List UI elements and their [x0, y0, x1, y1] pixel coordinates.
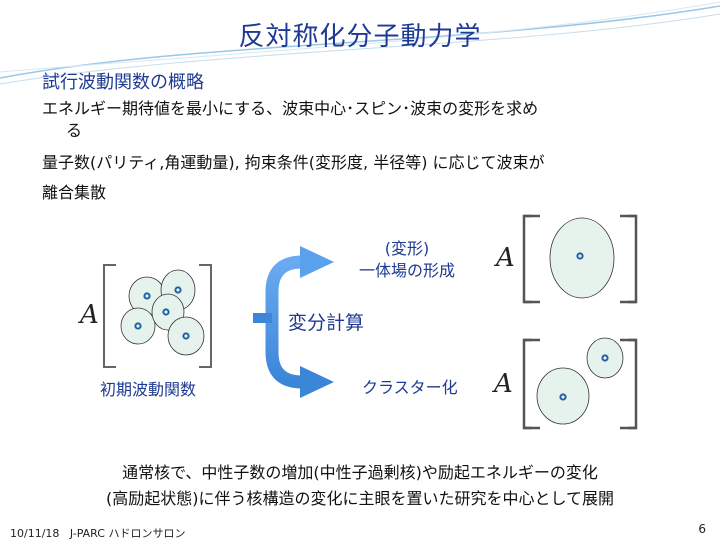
bullet-cluster: 離合集散 — [42, 183, 107, 202]
footer-date: 10/11/18 — [10, 527, 60, 540]
cluster-label: クラスター化 — [362, 378, 458, 397]
branch-arrow — [253, 246, 334, 398]
initial-bracket-right — [199, 264, 212, 368]
bullet-energy-line2: る — [66, 121, 83, 140]
cluster-brackets — [522, 338, 638, 430]
cluster-center-small — [601, 354, 609, 362]
cluster-packet-small — [586, 337, 624, 379]
page-number: 6 — [698, 522, 706, 536]
header-swoosh — [0, 1, 720, 85]
antisymmetrizer-deformed: A — [496, 243, 515, 273]
bullet-energy-line1: エネルギー期待値を最小にする、波束中心･スピン･波束の変形を求め — [42, 99, 539, 118]
deformed-center — [576, 252, 584, 260]
summary-line1: 通常核で、中性子数の増加(中性子過剰核)や励起エネルギーの変化 — [122, 463, 598, 482]
initial-wavefunction-label: 初期波動関数 — [100, 380, 197, 399]
antisymmetrizer-cluster: A — [494, 369, 513, 399]
deformation-label-line1: (変形) — [384, 239, 430, 258]
cluster-center-large — [559, 393, 567, 401]
initial-centers — [134, 286, 190, 340]
slide-title: 反対称化分子動力学 — [238, 22, 482, 52]
deformed-brackets — [522, 214, 638, 304]
summary-line2: (高励起状態)に伴う核構造の変化に主眼を置いた研究を中心として展開 — [105, 489, 614, 508]
initial-bracket-left — [103, 264, 116, 368]
cluster-packet-large — [536, 367, 590, 425]
section-heading: 試行波動関数の概略 — [42, 72, 204, 93]
antisymmetrizer-initial: A — [80, 300, 99, 330]
bullet-energy: エネルギー期待値を最小にする、波束中心･スピン･波束の変形を求め る — [42, 98, 682, 142]
footer: 10/11/18 J-PARC ハドロンサロン — [10, 525, 185, 541]
bullet-quantum: 量子数(パリティ,角運動量), 拘束条件(変形度, 半径等) に応じて波束が — [42, 153, 545, 172]
amd-diagram — [103, 214, 638, 430]
variation-label: 変分計算 — [288, 312, 365, 334]
deformation-label-line2: 一体場の形成 — [358, 261, 455, 280]
footer-event: J-PARC ハドロンサロン — [69, 527, 186, 540]
deformation-label: (変形) 一体場の形成 — [352, 238, 462, 282]
initial-wave-packets — [120, 269, 205, 356]
